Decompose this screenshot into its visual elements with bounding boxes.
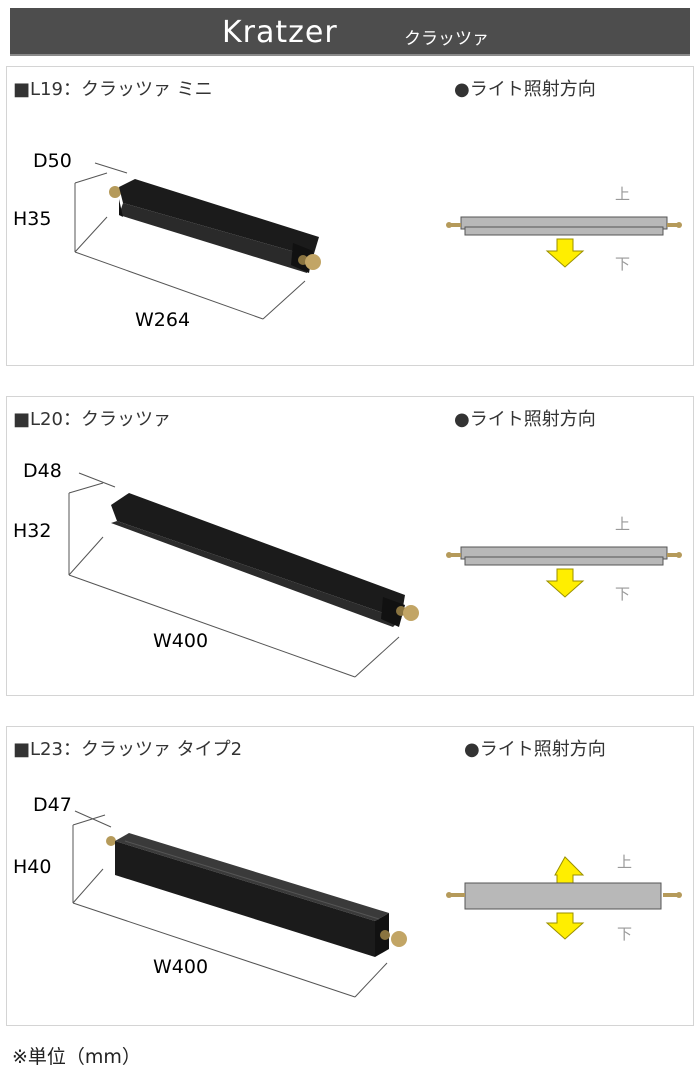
light-bar [464, 882, 662, 910]
light-direction-title: ●ライト照射方向 [454, 409, 596, 430]
product-panel-l19: ■L19：クラッツァ ミニ ●ライト照射方向 D50 H35 W264 上 [6, 66, 694, 366]
unit-footnote: ※単位（mm） [12, 1046, 141, 1068]
brand-name-kana: クラッツァ [404, 29, 489, 49]
width-label: W264 [135, 309, 190, 331]
light-direction-diagram: 上 下 [446, 185, 682, 273]
light-direction-title: ●ライト照射方向 [464, 739, 606, 760]
depth-label: D47 [33, 794, 72, 816]
light-direction-diagram: 上 下 [446, 515, 682, 603]
arrow-down-icon [545, 912, 585, 940]
height-label: H35 [13, 208, 51, 230]
arrow-down-icon [545, 568, 585, 598]
depth-label: D50 [33, 150, 72, 172]
side-bottom-label: 下 [615, 255, 630, 273]
height-label: H40 [13, 856, 51, 878]
product-title: ■L20：クラッツァ [13, 409, 171, 430]
light-direction-title: ●ライト照射方向 [454, 79, 596, 100]
side-top-label: 上 [617, 853, 632, 871]
side-top-label: 上 [615, 185, 630, 203]
dimension-drawing: D47 H40 W400 [13, 794, 407, 998]
light-direction-diagram: 上 下 [446, 853, 682, 943]
fixture-image [109, 179, 321, 273]
dimension-drawing: D48 H32 W400 [13, 460, 419, 678]
fixture-image [106, 833, 407, 957]
product-title: ■L19：クラッツァ ミニ [13, 79, 213, 100]
product-panel-l23: ■L23：クラッツァ タイプ2 ●ライト照射方向 D47 H40 W400 上 [6, 726, 694, 1026]
product-title: ■L23：クラッツァ タイプ2 [13, 739, 243, 760]
side-bottom-label: 下 [615, 585, 630, 603]
height-label: H32 [13, 520, 51, 542]
product-panel-l20: ■L20：クラッツァ ●ライト照射方向 D48 H32 W400 上 下 [6, 396, 694, 696]
dimension-drawing: D50 H35 W264 [13, 150, 321, 331]
brand-header: Kratzer クラッツァ [10, 8, 690, 56]
depth-label: D48 [23, 460, 62, 482]
width-label: W400 [153, 956, 208, 978]
side-bottom-label: 下 [617, 925, 632, 943]
brand-name: Kratzer [222, 15, 338, 50]
side-top-label: 上 [615, 515, 630, 533]
width-label: W400 [153, 630, 208, 652]
fixture-image [111, 493, 419, 627]
arrow-down-icon [545, 238, 585, 268]
arrow-up-icon [554, 856, 585, 886]
